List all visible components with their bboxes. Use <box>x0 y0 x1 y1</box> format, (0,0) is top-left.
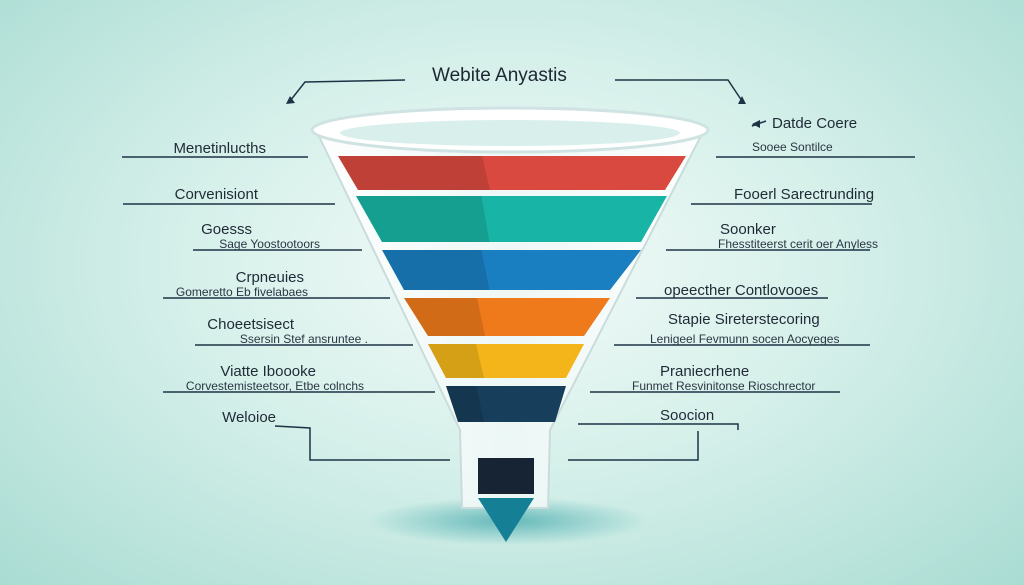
left-label-1: Menetinlucths <box>173 140 266 157</box>
right-label-6-sub: Funmet Resvinitonse Rioschrector <box>632 379 816 393</box>
left-label-3: Goesss <box>201 221 252 238</box>
right-leader-9 <box>568 431 699 461</box>
funnel-band-shade-1 <box>338 156 490 190</box>
right-label-1: Datde Coere <box>772 115 858 132</box>
funnel-band-5 <box>428 344 584 378</box>
funnel-tip <box>478 498 534 542</box>
leader-arrows <box>286 96 760 128</box>
right-label-6: Praniecrhene <box>660 363 750 380</box>
title-leader-right <box>615 79 743 102</box>
funnel-band-6 <box>446 386 566 422</box>
right-label-4: opeecther Contlovooes <box>664 282 819 299</box>
left-label-7: Weloioe <box>222 409 276 426</box>
funnel-band-2 <box>356 196 667 242</box>
funnel-band-4 <box>404 298 610 336</box>
left-label-2: Corvenisiont <box>174 186 258 203</box>
funnel-band-1 <box>338 156 686 190</box>
left-label-4-sub: Gomeretto Eb fivelabaes <box>175 285 308 299</box>
funnel-band-shade-3 <box>382 250 490 290</box>
arrow-left-icon <box>286 96 295 104</box>
left-label-4: Crpneuies <box>235 269 304 286</box>
left-label-3-sub: Sage Yoostootoors <box>219 237 320 251</box>
arrow-right-icon <box>738 96 746 104</box>
arrow-small-icon <box>752 120 760 128</box>
left-label-6-sub: Corvestemisteetsor, Etbe colnchs <box>185 379 364 393</box>
diagram-title: Webite Anyastis <box>432 65 567 86</box>
funnel-opening <box>340 120 680 146</box>
right-label-3: Soonker <box>720 221 776 238</box>
leader-lines <box>122 79 915 461</box>
left-label-5: Choeetsisect <box>207 316 294 333</box>
funnel-band-shade-5 <box>428 344 484 378</box>
right-label-5: Stapie Sireterstecoring <box>668 311 820 328</box>
funnel-band-shade-2 <box>356 196 490 242</box>
left-label-5-sub: Ssersin Stef ansruntee . <box>239 332 368 346</box>
funnel-band-shade-6 <box>446 386 484 422</box>
left-leader-7 <box>274 425 450 461</box>
funnel-band-3 <box>382 250 641 290</box>
right-leader-8 <box>578 423 739 430</box>
stem-band <box>478 458 534 494</box>
title-leader-left <box>289 79 406 102</box>
right-label-2: Fooerl Sarectrunding <box>734 186 875 203</box>
right-label-5-sub: Lenigeel Fevmunn socen Aocyeges <box>650 332 840 346</box>
right-label-7: Soocion <box>660 407 715 424</box>
left-label-6: Viatte Iboooke <box>220 363 316 380</box>
right-label-3-sub: Fhesstiteerst cerit oer Anyless <box>718 237 879 251</box>
funnel-band-shade-4 <box>404 298 485 336</box>
funnel-bands <box>338 156 686 422</box>
right-label-1-sub: Sooee Sontilce <box>752 140 833 154</box>
